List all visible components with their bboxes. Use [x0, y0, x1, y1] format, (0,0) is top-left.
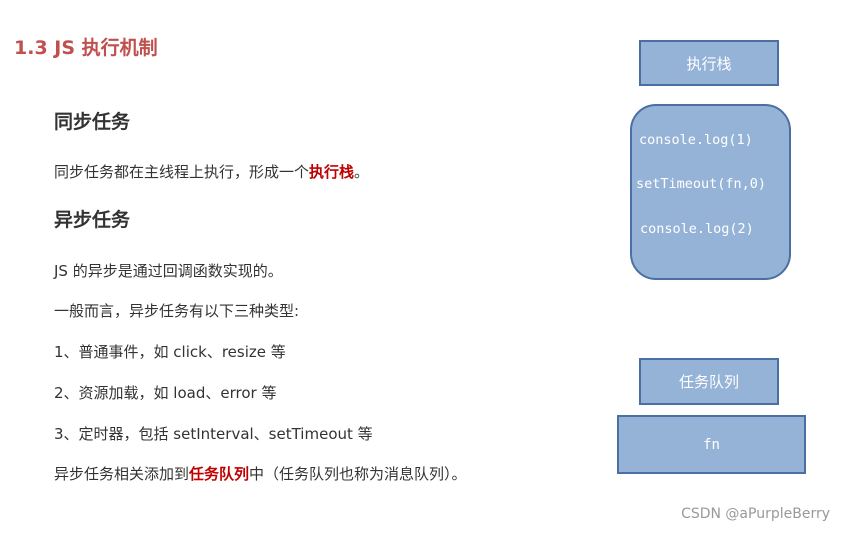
- sync-desc-suffix: 。: [354, 163, 370, 181]
- sync-description: 同步任务都在主线程上执行，形成一个执行栈。: [54, 161, 369, 182]
- sync-desc-highlight: 执行栈: [309, 163, 355, 181]
- stack-label: 执行栈: [686, 54, 732, 73]
- watermark: CSDN @aPurpleBerry: [681, 506, 830, 522]
- execution-stack: console.log(1) setTimeout(fn,0) console.…: [630, 104, 791, 280]
- async-last-line: 异步任务相关添加到任务队列中（任务队列也称为消息队列）。: [54, 463, 467, 484]
- section-title: 1.3 JS 执行机制: [14, 37, 158, 59]
- stack-item: console.log(2): [640, 221, 754, 237]
- async-last-suffix: 中（任务队列也称为消息队列）。: [249, 465, 467, 483]
- async-line-1: JS 的异步是通过回调函数实现的。: [54, 262, 283, 280]
- async-type-item: 3、定时器，包括 setInterval、setTimeout 等: [54, 425, 373, 443]
- async-heading: 异步任务: [54, 209, 131, 231]
- queue-item: fn: [703, 436, 720, 453]
- queue-label-box: 任务队列: [639, 358, 779, 405]
- async-type-item: 1、普通事件，如 click、resize 等: [54, 343, 286, 361]
- sync-heading: 同步任务: [54, 111, 131, 133]
- sync-desc-prefix: 同步任务都在主线程上执行，形成一个: [54, 163, 310, 181]
- async-line-2: 一般而言，异步任务有以下三种类型:: [54, 302, 300, 320]
- async-type-item: 2、资源加载，如 load、error 等: [54, 384, 277, 402]
- task-queue: fn: [617, 415, 806, 474]
- async-last-highlight: 任务队列: [189, 465, 250, 483]
- stack-item: console.log(1): [639, 132, 753, 148]
- stack-item: setTimeout(fn,0): [636, 176, 767, 192]
- stack-label-box: 执行栈: [639, 40, 779, 86]
- queue-label: 任务队列: [678, 373, 739, 391]
- async-last-prefix: 异步任务相关添加到: [54, 465, 190, 483]
